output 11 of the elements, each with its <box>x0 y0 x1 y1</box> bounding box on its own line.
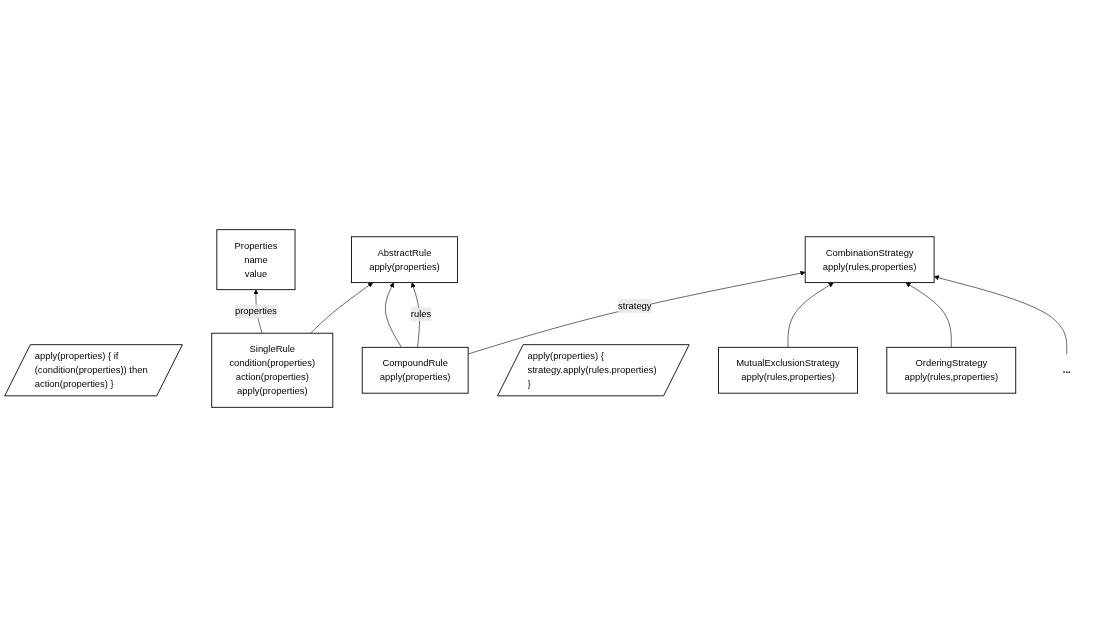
node-box: AbstractRule apply(properties) <box>351 236 458 284</box>
node-box: OrderingStrategy apply(rules,properties) <box>886 346 1017 394</box>
edge-label: strategy <box>618 300 652 311</box>
node-box: MutualExclusionStrategy apply(rules,properties) <box>718 346 858 394</box>
node-box: CompoundRule apply(properties) <box>361 346 469 394</box>
node-box: SingleRule condition(properties) action(properties) apply(properties) <box>211 332 334 408</box>
edge-label: properties <box>235 306 277 317</box>
node-text: ... <box>1062 364 1071 375</box>
node-box: CombinationStrategy apply(rules,properties) <box>804 236 935 284</box>
node-box: Properties name value <box>216 229 296 291</box>
edge-label: rules <box>410 309 432 320</box>
